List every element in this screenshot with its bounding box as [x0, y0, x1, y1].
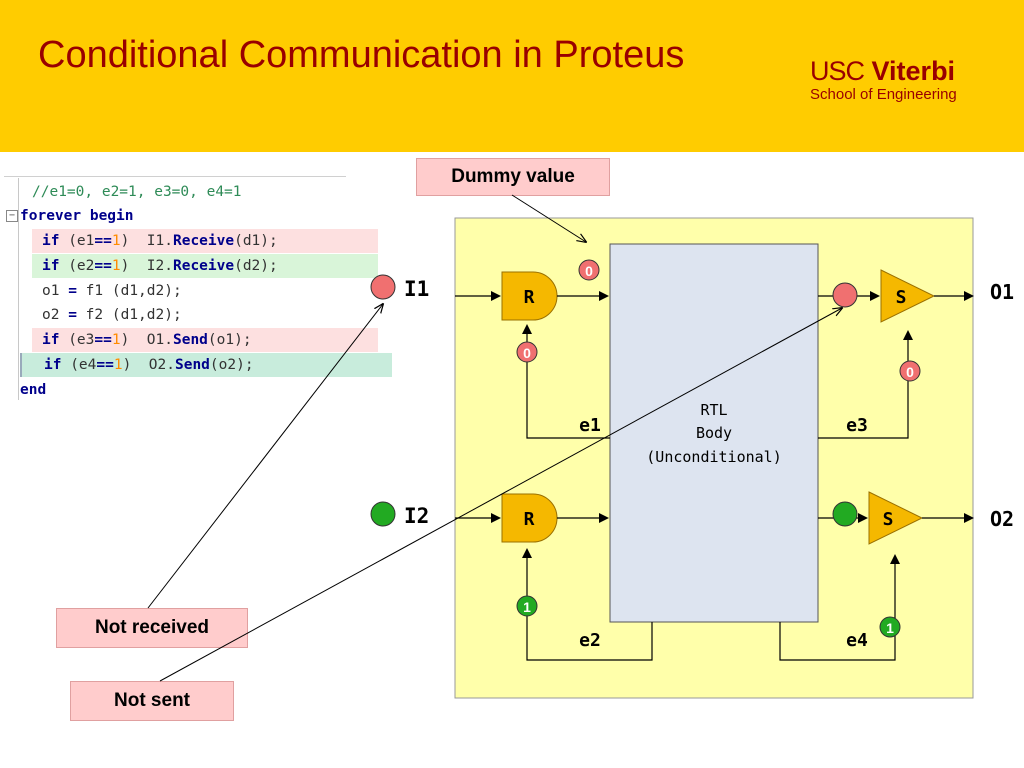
- fold-icon: −: [6, 210, 18, 222]
- edge-e4-label: e4: [846, 630, 868, 651]
- edge-e1-label: e1: [579, 415, 601, 436]
- callout-dummy-value: Dummy value: [416, 158, 610, 196]
- badge-e2-text: 1: [523, 599, 531, 615]
- badge-e3-circle: [899, 360, 921, 382]
- code-line-forever: forever begin: [20, 208, 134, 224]
- dummy-value-pointer: [511, 194, 586, 242]
- send-block-2-label: S: [883, 509, 894, 530]
- receive-block-1-label: R: [524, 287, 535, 308]
- o2-status-dot: [832, 501, 858, 527]
- code-listing: //e1=0, e2=1, e3=0, e4=1 − forever begin…: [4, 176, 392, 404]
- not-sent-pointer: [159, 308, 842, 682]
- port-i2-label: I2: [404, 504, 429, 528]
- receive-block-1: [501, 271, 558, 321]
- badge-dummy-text: 0: [585, 263, 593, 279]
- i2-status-dot: [370, 501, 396, 527]
- port-o1-label: O1: [990, 280, 1014, 304]
- o1-status-dot: [832, 282, 858, 308]
- code-line-o2: o2 = f2 (d1,d2);: [42, 307, 182, 323]
- rtl-label-line1: RTL: [700, 401, 727, 419]
- slide-title: Conditional Communication in Proteus: [38, 34, 685, 76]
- header-bar: [0, 0, 1024, 152]
- send-block-1-label: S: [896, 287, 907, 308]
- edge-e4-wire: [779, 554, 900, 661]
- code-line-comment: //e1=0, e2=1, e3=0, e4=1: [32, 184, 242, 200]
- logo-viterbi-text: Viterbi: [871, 56, 956, 86]
- edge-e3-label: e3: [846, 415, 868, 436]
- edge-e2-label: e2: [579, 630, 601, 651]
- badge-e2-circle: [516, 595, 538, 617]
- send-block-2: [868, 491, 924, 545]
- logo-school-text: School of Engineering: [810, 86, 957, 103]
- i1-status-dot: [370, 274, 396, 300]
- receive-block-2-label: R: [524, 509, 535, 530]
- not-received-pointer: [147, 304, 383, 609]
- code-line-if-e3: if (e3==1) O1.Send(o1);: [32, 328, 378, 352]
- badge-dummy-circle: [578, 259, 600, 281]
- badge-e3-text: 0: [906, 364, 914, 380]
- send-block-1: [880, 269, 936, 323]
- port-o2-label: O2: [990, 507, 1014, 531]
- rtl-label-line3: (Unconditional): [646, 448, 781, 466]
- badge-e4-text: 1: [886, 620, 894, 636]
- code-line-if-e1: if (e1==1) I1.Receive(d1);: [32, 229, 378, 253]
- code-line-if-e2: if (e2==1) I2.Receive(d2);: [32, 254, 378, 278]
- badge-e1-text: 0: [523, 345, 531, 361]
- rtl-body-box: [609, 243, 819, 623]
- logo-usc-text: USC: [810, 56, 865, 86]
- rtl-label-line2: Body: [696, 424, 732, 442]
- receive-block-2: [501, 493, 558, 543]
- badge-e1-circle: [516, 341, 538, 363]
- edge-e1-wire: [522, 324, 610, 439]
- code-line-end: end: [20, 382, 47, 398]
- callout-not-sent: Not sent: [70, 681, 234, 721]
- callout-not-received: Not received: [56, 608, 248, 648]
- usc-viterbi-logo: USC Viterbi School of Engineering: [810, 56, 1010, 104]
- badge-e4-circle: [879, 616, 901, 638]
- code-line-o1: o1 = f1 (d1,d2);: [42, 283, 182, 299]
- port-i1-label: I1: [404, 277, 429, 301]
